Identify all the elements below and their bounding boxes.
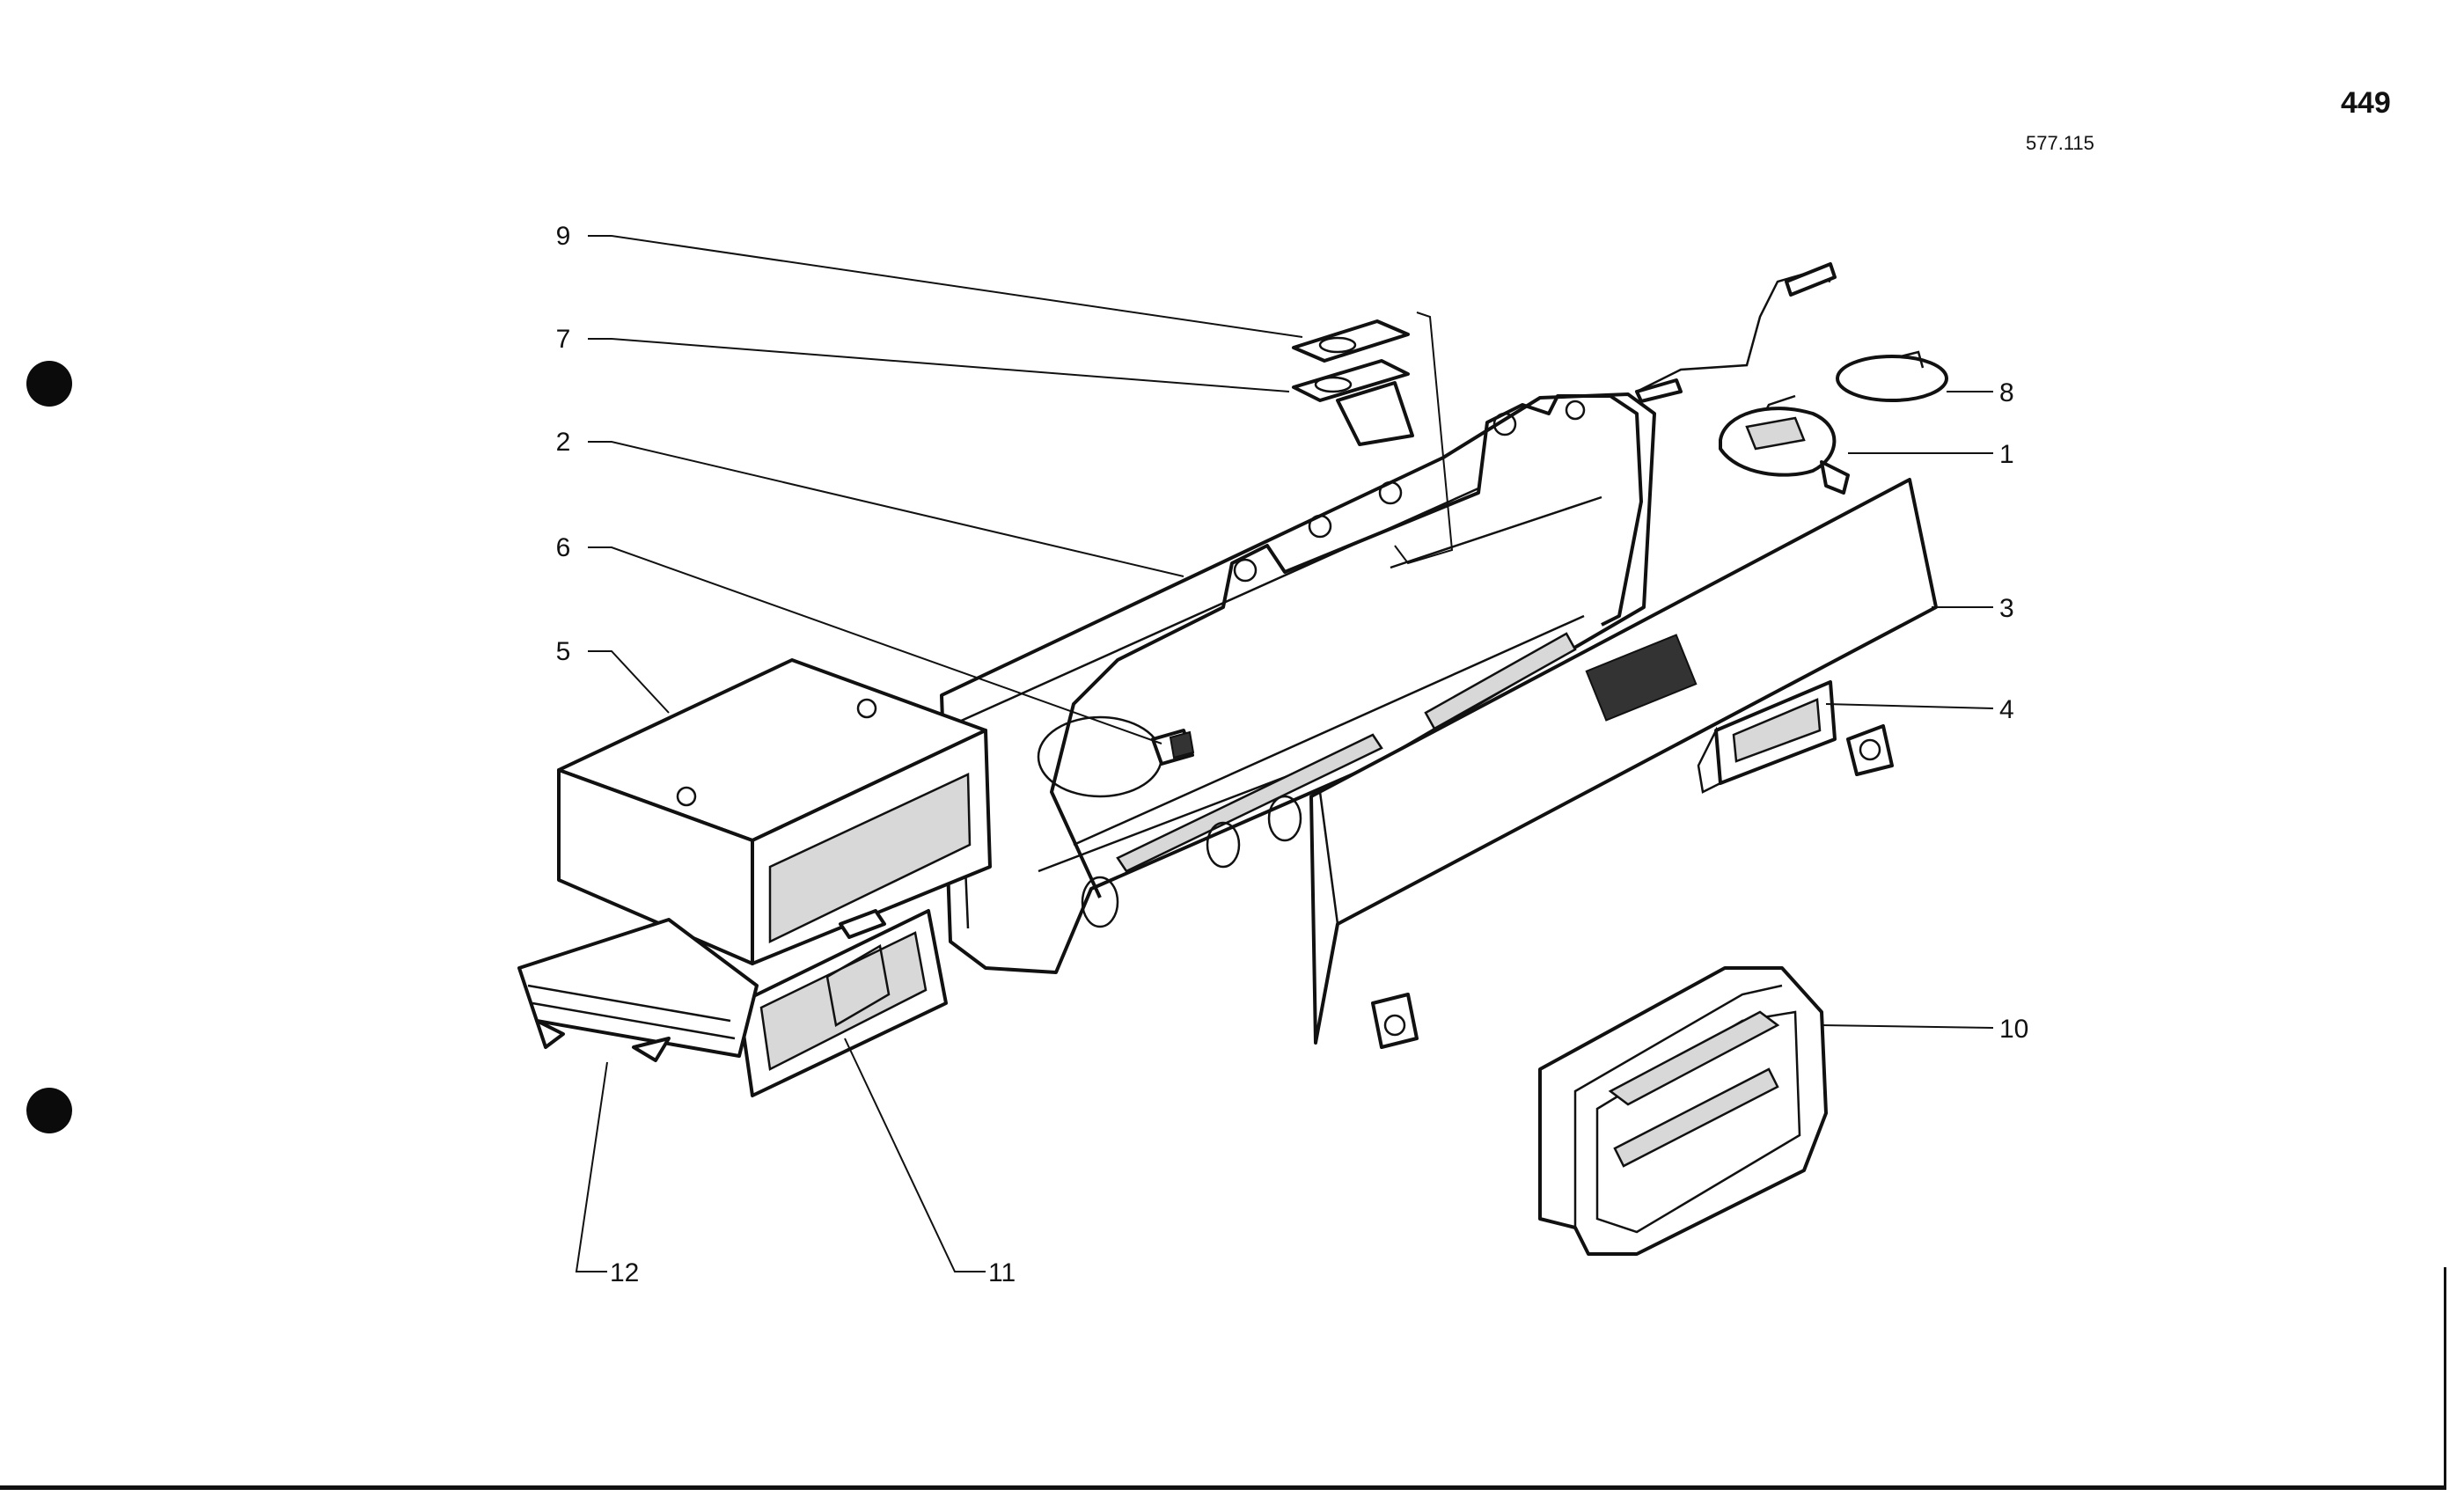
bleed-fitting	[1151, 729, 1195, 766]
right-border-line	[2444, 1267, 2446, 1487]
callout-10: 10	[1999, 1015, 2028, 1044]
callout-3: 3	[1999, 594, 2014, 623]
callout-7: 7	[556, 325, 571, 354]
frame-bracket	[1050, 394, 1643, 898]
callout-8: 8	[1999, 378, 2014, 407]
sender-unit	[1635, 262, 1850, 495]
lid-handle	[1697, 680, 1837, 794]
callout-11: 11	[988, 1258, 1016, 1287]
callout-labels: 9 7 2 6 5 8 1 3 4 10 12 11	[556, 222, 2029, 1287]
vent-grille	[1538, 966, 1828, 1256]
punch-hole-bottom	[26, 1088, 72, 1133]
bottom-border-line	[0, 1485, 2446, 1490]
page-number: 449	[2341, 86, 2391, 120]
bracket-plate	[1292, 319, 1410, 363]
punch-hole-top	[26, 361, 72, 407]
callout-9: 9	[556, 222, 571, 251]
reference-code: 577.115	[2026, 132, 2094, 154]
duct-flap	[517, 918, 759, 1062]
callout-2: 2	[556, 428, 571, 457]
gasket-ring	[1836, 350, 1948, 402]
callout-6: 6	[556, 533, 571, 562]
leader-lines	[575, 235, 1994, 1272]
glovebox-lid	[1309, 478, 1938, 1049]
callout-12: 12	[610, 1258, 639, 1287]
bracket-clip	[1292, 359, 1414, 446]
callout-1: 1	[1999, 440, 2014, 469]
vent-housing	[737, 909, 948, 1097]
storage-box	[557, 658, 992, 965]
callout-4: 4	[1999, 695, 2014, 724]
callout-5: 5	[556, 637, 571, 666]
